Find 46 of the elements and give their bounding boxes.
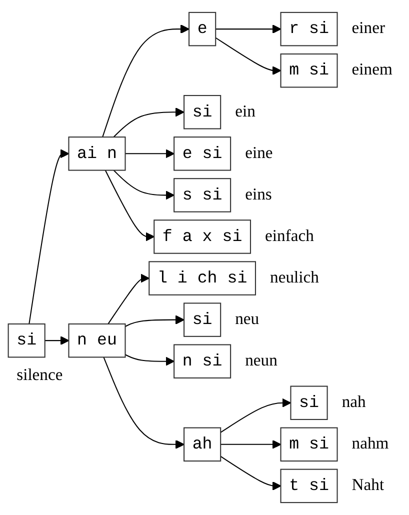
node-box: r si — [280, 12, 338, 46]
arrow — [103, 356, 184, 449]
node-box: si — [8, 323, 46, 358]
node-label: ein — [235, 102, 256, 120]
arrow — [104, 170, 155, 242]
node-label: neulich — [270, 268, 319, 287]
arrow — [102, 24, 190, 138]
node-label: Naht — [352, 476, 384, 494]
node-label: nahm — [352, 435, 389, 453]
node-box: si — [290, 386, 328, 420]
arrow — [125, 315, 184, 327]
node-box: m si — [280, 53, 338, 88]
node-label: silence — [16, 366, 63, 384]
node-box: t si — [280, 468, 338, 504]
node-box: ah — [184, 427, 222, 462]
arrow — [108, 274, 150, 324]
node-box: e — [188, 12, 216, 46]
node-label: einfach — [265, 227, 314, 246]
node-label: neu — [235, 310, 260, 328]
node-box: n eu — [68, 323, 126, 358]
arrow — [125, 149, 174, 158]
node-label: eine — [245, 144, 273, 162]
node-label: eins — [245, 186, 272, 204]
node-box: e si — [174, 136, 232, 171]
node-box: l i ch si — [148, 261, 256, 296]
arrow — [220, 456, 282, 490]
node-label: neun — [245, 352, 278, 370]
arrow — [216, 24, 282, 34]
node-box: n si — [174, 344, 232, 378]
arrow — [220, 440, 282, 449]
arrow — [28, 149, 70, 324]
node-box: si — [184, 95, 222, 130]
node-box: m si — [280, 427, 338, 462]
arrow — [44, 336, 70, 346]
node-box: f a x si — [154, 220, 252, 254]
arrow — [215, 37, 282, 76]
node-box: s si — [174, 178, 232, 212]
arrow — [113, 108, 184, 138]
arrow — [220, 398, 292, 433]
arrow — [113, 170, 174, 200]
node-box: si — [184, 302, 222, 337]
node-label: einer — [352, 20, 386, 38]
node-label: einem — [352, 61, 392, 79]
node-box: ai n — [68, 136, 126, 171]
node-label: nah — [342, 394, 366, 412]
arrow — [125, 354, 174, 366]
